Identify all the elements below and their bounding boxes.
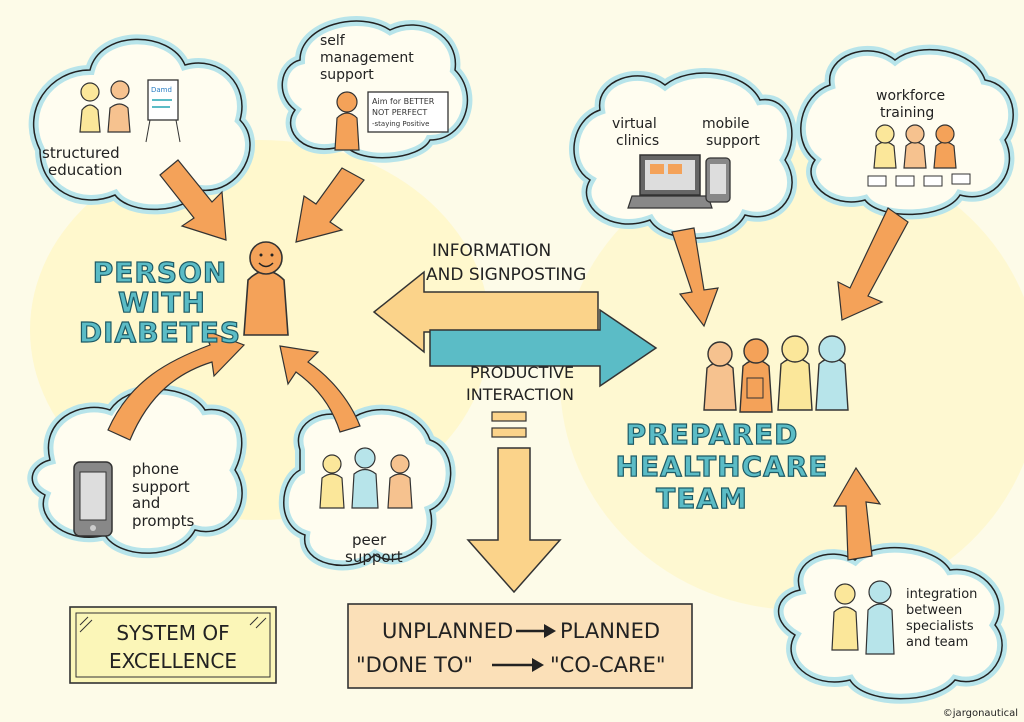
sign-line3: -staying Positive [372,120,429,128]
cloud-peer-support: peer support [278,404,456,571]
person-with-diabetes-title: PERSON WITH DIABETES [78,255,241,349]
arrow-selfmgmt-to-person [295,167,365,243]
self-management-line2: management [320,50,414,66]
mobile-phone-icon [705,157,731,203]
phone-support-line2: support [132,478,190,496]
interaction-label-line2: INTERACTION [466,385,574,404]
arrow-virtual-to-team [671,227,719,328]
prepared-healthcare-team-title: PREPARED HEALTHCARE TEAM [615,417,829,515]
cloud-self-management: self management support Aim for BETTER N… [277,16,473,163]
specialist-figures [831,580,895,655]
person-title-line2: WITH [118,286,206,319]
peer-support-line2: support [345,548,403,566]
arrows-to-person [107,159,365,441]
outcome-row1-to: PLANNED [560,619,660,643]
flipchart-label: Damd [151,86,172,94]
team-figures [703,335,849,413]
arrow-phone-to-person [107,328,246,441]
workforce-training-line1: workforce [876,88,945,104]
interaction-label-line1: PRODUCTIVE [470,363,574,382]
info-label-line1: INFORMATION [432,241,551,261]
laptop-icon [627,154,713,209]
sign-line2: NOT PERFECT [372,108,427,117]
outcome-row1-from: UNPLANNED [382,619,513,643]
outcome-box: UNPLANNED PLANNED "DONE TO" "CO-CARE" [347,603,693,689]
virtual-clinics-line1: virtual [612,116,657,132]
arrow-education-to-person [159,159,227,241]
cloud-workforce-training: workforce training [795,44,1019,220]
cloud-virtual-mobile: virtual clinics mobile support [569,68,798,244]
outcome-row2-arrow [492,658,544,672]
peer-support-line1: peer [352,531,387,549]
system-of-excellence-box: SYSTEM OF EXCELLENCE [69,606,277,684]
self-management-line1: self [320,33,346,49]
interaction-arrow [429,308,658,388]
workforce-training-line2: training [880,105,934,121]
motivation-sign: Aim for BETTER NOT PERFECT -staying Posi… [367,91,449,133]
self-management-line3: support [320,67,374,83]
person-title-line3: DIABETES [79,316,241,349]
team-title-line3: TEAM [656,482,748,515]
phone-icon [73,461,113,537]
outcome-row2-to: "CO-CARE" [550,653,666,677]
person-figure [243,241,289,336]
outcome-down-arrow [466,447,562,594]
cloud-integration: integration between specialists and team [773,542,1008,704]
arrow-workforce-to-team [837,207,909,321]
system-box-line2: EXCELLENCE [109,649,237,673]
cloud-phone-support: phone support and prompts [27,384,248,559]
person-title-line1: PERSON [93,256,228,289]
mobile-support-line2: support [706,133,760,149]
mobile-support-line1: mobile [702,116,749,132]
phone-support-line3: and [132,494,160,512]
arrow-peer-to-person [279,345,361,433]
flipchart-icon: Damd [145,79,181,143]
sign-line1: Aim for BETTER [372,97,435,106]
student-figures [79,80,131,133]
phone-support-line4: prompts [132,512,195,530]
trainee-figures [867,124,971,187]
integration-line1: integration [906,587,977,602]
phone-support-line1: phone [132,460,179,478]
outcome-row2-from: "DONE TO" [356,653,473,677]
arrows-to-team [671,207,909,561]
structured-education-line1: structured [42,144,120,162]
virtual-clinics-line2: clinics [616,133,659,149]
team-title-line2: HEALTHCARE [616,450,829,483]
system-box-line1: SYSTEM OF [116,621,229,645]
info-label-line2: AND SIGNPOSTING [426,265,586,285]
coach-figure [334,91,360,151]
credit-text: ©jargonautical [943,708,1018,719]
integration-line2: between [906,603,962,618]
cloud-structured-education: Damd structured education [28,34,255,215]
team-title-line1: PREPARED [626,418,799,451]
peer-figures [319,447,413,509]
outcome-row1-arrow [516,624,556,638]
arrow-integration-to-team [832,466,882,561]
integration-line4: and team [906,635,968,650]
structured-education-line2: education [48,161,122,179]
equals-sign [491,411,527,438]
integration-line3: specialists [906,619,974,634]
